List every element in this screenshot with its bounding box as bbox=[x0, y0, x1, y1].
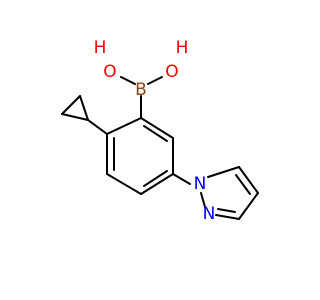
atom-label-hydroxyl-right-h: H bbox=[176, 38, 189, 58]
bond-ring-c5-c6 bbox=[106, 173, 142, 195]
atom-labels: B H O O H N N bbox=[94, 38, 216, 224]
bonds bbox=[61, 76, 259, 220]
bond-pyrazole-c3-n2-inner bbox=[217, 208, 236, 213]
bond-cyclopropyl-benzene bbox=[87, 119, 108, 135]
bond-pyrazole-n2-n1 bbox=[200, 192, 206, 208]
bond-boron-oh-right bbox=[147, 76, 163, 85]
bond-cyclopropyl-2 bbox=[79, 95, 89, 121]
bond-pyrazole-n1-c5 bbox=[207, 166, 240, 178]
atom-label-hydroxyl-right-o: O bbox=[165, 62, 178, 82]
atom-label-hydroxyl-left-h: H bbox=[94, 38, 107, 58]
atom-label-hydroxyl-left-o: O bbox=[103, 62, 116, 82]
atom-label-pyrazole-n1: N bbox=[194, 174, 207, 194]
bond-cyclopropyl-1 bbox=[61, 95, 81, 115]
atom-label-boron: B bbox=[135, 80, 147, 100]
bond-ring-pyrazole bbox=[172, 173, 191, 185]
bond-cyclopropyl-3 bbox=[61, 113, 89, 121]
bond-pyrazole-c5-c4-inner bbox=[235, 174, 251, 195]
molecule-structure-diagram: B H O O H N N bbox=[61, 38, 259, 224]
bond-ring-c4-c5-inner bbox=[143, 170, 168, 187]
atom-label-pyrazole-n2: N bbox=[203, 204, 216, 224]
bond-pyrazole-c5-c4 bbox=[238, 166, 259, 194]
bond-pyrazole-c3-n2 bbox=[215, 214, 240, 220]
bond-boron-oh-left bbox=[120, 76, 136, 85]
bond-ring-c2-c3-inner bbox=[143, 125, 168, 142]
bond-ring-c4-c5 bbox=[140, 173, 174, 195]
bond-ring-c2-c3 bbox=[140, 117, 174, 139]
bond-pyrazole-c4-c3 bbox=[238, 192, 259, 220]
bond-ring-c1-c2 bbox=[106, 117, 142, 135]
